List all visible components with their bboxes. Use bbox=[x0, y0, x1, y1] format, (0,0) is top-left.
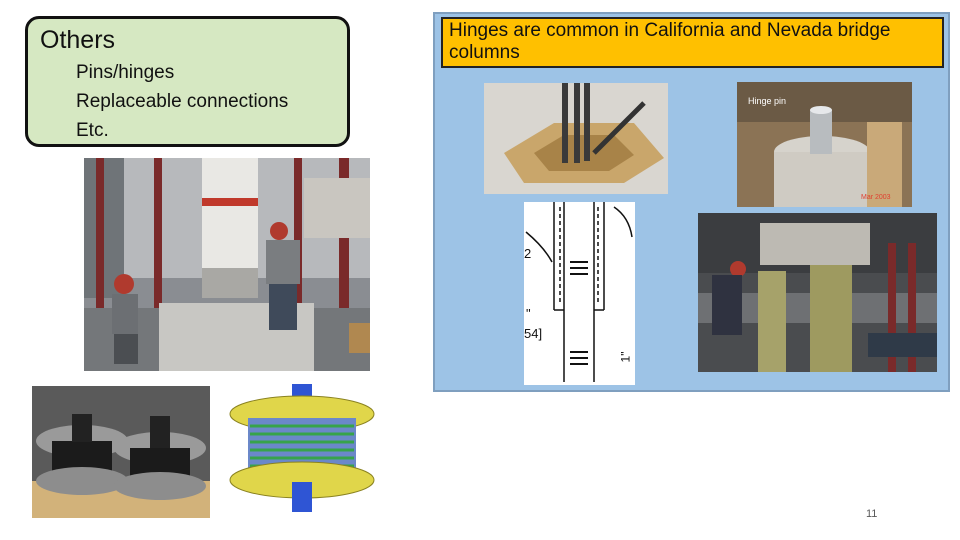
panel-caption: Hinges are common in California and Neva… bbox=[449, 20, 891, 63]
lab-column-test-photo bbox=[84, 158, 370, 371]
hinge-pin-photo: Hinge pin Mar 2003 bbox=[737, 82, 912, 207]
others-title: Others bbox=[40, 26, 116, 54]
others-item-pins-hinges: Pins/hinges bbox=[76, 62, 175, 83]
rubber-bearings-photo bbox=[32, 386, 210, 518]
others-item-replaceable-connections: Replaceable connections bbox=[76, 91, 289, 112]
hinge-detail-drawing: 2 " 54] 1" bbox=[524, 202, 635, 385]
lab-column-cap-photo bbox=[698, 213, 937, 372]
drawing-label-1in: 1" bbox=[618, 351, 633, 363]
replaceable-connection-render bbox=[228, 384, 380, 514]
hinge-pin-photo-stamp: Mar 2003 bbox=[861, 194, 891, 201]
others-callout-box bbox=[25, 16, 350, 147]
hinge-pin-photo-label: Hinge pin bbox=[748, 96, 787, 106]
hinge-base-photo bbox=[484, 83, 668, 194]
drawing-label-2: 2 bbox=[524, 246, 532, 261]
drawing-label-54: 54] bbox=[524, 326, 543, 341]
page-number: 11 bbox=[866, 508, 878, 520]
caption-box bbox=[441, 17, 944, 68]
drawing-label-inch: " bbox=[526, 306, 531, 321]
others-item-etc: Etc. bbox=[76, 120, 109, 141]
